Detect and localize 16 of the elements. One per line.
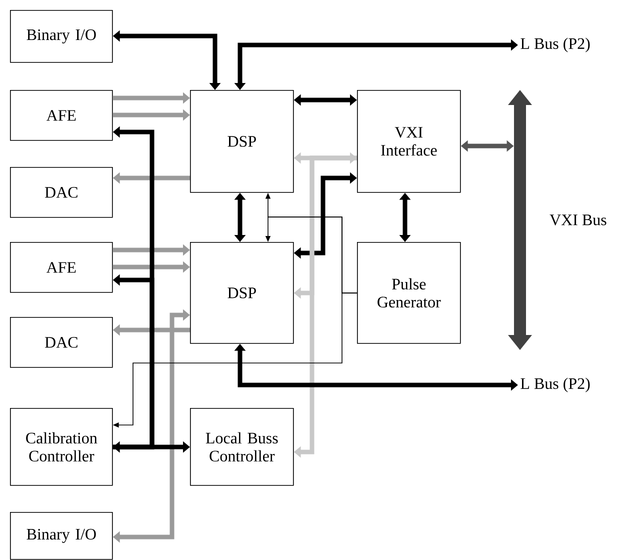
block-box: Pulse Generator <box>357 242 461 344</box>
block-box: VXI Interface <box>357 90 461 193</box>
block-box: AFE <box>10 242 113 293</box>
block-box: Local Buss Controller <box>190 408 294 486</box>
block-box: Binary I/O <box>10 10 113 63</box>
bus-label: VXI Bus <box>550 214 606 226</box>
block-box: AFE <box>10 90 113 141</box>
bus-bar <box>508 90 532 350</box>
block-box: DSP <box>190 242 294 344</box>
block-box: DAC <box>10 317 113 368</box>
bus-label: L Bus (P2) <box>520 378 590 392</box>
block-box: Calibration Controller <box>10 408 113 486</box>
block-box: DSP <box>190 90 294 193</box>
block-box: DAC <box>10 167 113 218</box>
block-box: Binary I/O <box>10 512 113 560</box>
bus-label: L Bus (P2) <box>520 38 590 52</box>
